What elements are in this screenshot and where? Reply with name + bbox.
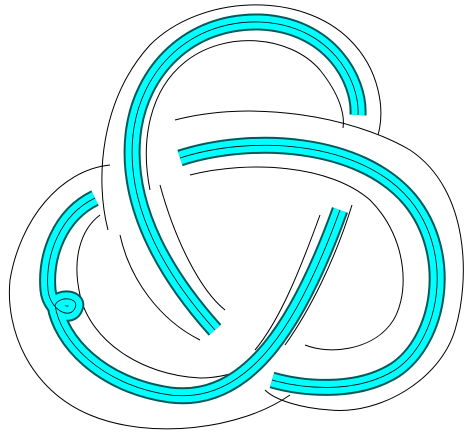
trefoil-knot-diagram — [0, 0, 466, 438]
